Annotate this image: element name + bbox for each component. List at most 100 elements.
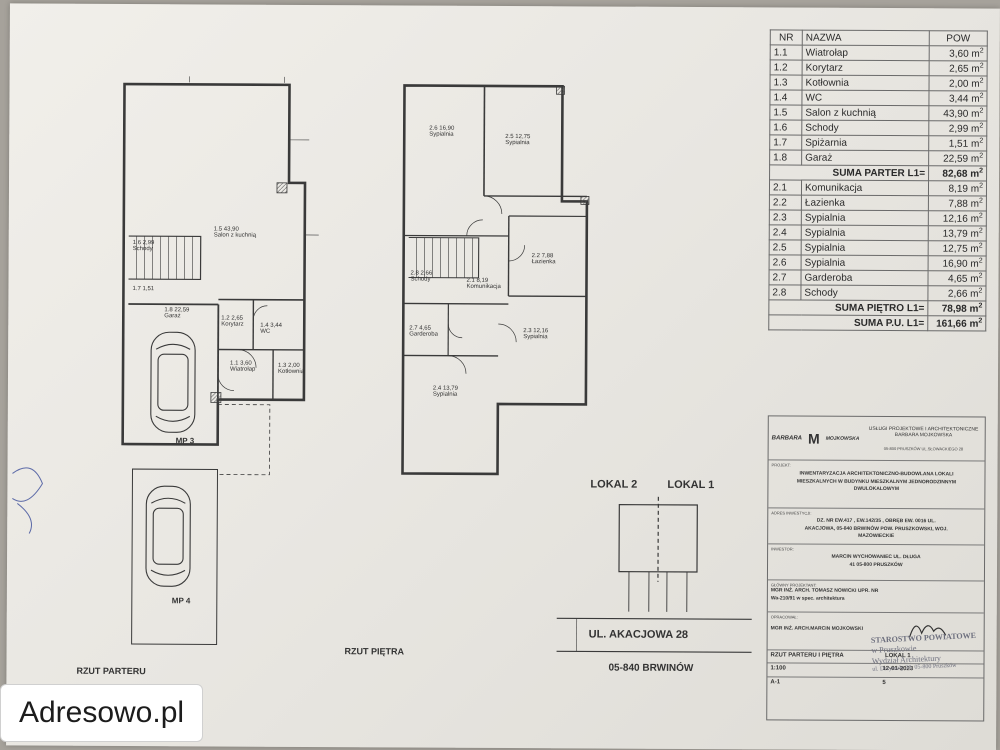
upper-floor-plan	[401, 84, 590, 476]
sum-label: SUMA PIĘTRO L1=	[768, 299, 928, 316]
sum-label: SUMA PARTER L1=	[769, 164, 929, 181]
room-number: 1.5	[769, 104, 802, 121]
room-name: Sypialnia	[801, 240, 929, 256]
room-name: WC	[801, 90, 930, 106]
room-area: 2,66 m2	[927, 285, 986, 302]
room-number: 1.1	[770, 44, 803, 61]
city-label: 05-840 BRWINÓW	[608, 662, 694, 675]
room-number: 2.3	[769, 209, 802, 226]
project-row: PROJEKT: INWENTARYZACJA ARCHITEKTONICZNO…	[768, 460, 985, 510]
room-number: 2.4	[769, 224, 802, 241]
brand-name-2: MOJKOWSKA	[825, 435, 860, 442]
room-number: 1.3	[770, 74, 803, 91]
room-area: 12,16 m2	[928, 210, 987, 227]
signature-icon	[909, 625, 947, 638]
investor-row: INWESTOR: MARCIN WYCHOWANIEC UL. DŁUGA 4…	[767, 544, 985, 582]
table-header: NAZWA	[802, 30, 930, 46]
room-area: 13,79 m2	[928, 225, 987, 242]
room-name: Sypialnia	[801, 210, 929, 226]
room-area: 12,75 m2	[928, 240, 987, 257]
room-area: 2,99 m2	[928, 120, 987, 137]
parking-spot-label: MP 4	[171, 596, 191, 606]
sheet-row: A-1 5	[767, 677, 983, 692]
adresowo-watermark[interactable]: Adresowo.pl	[0, 684, 203, 742]
room-area: 4,65 m2	[927, 270, 987, 287]
room-name: Komunikacja	[801, 180, 929, 196]
room-number: 1.8	[769, 149, 802, 166]
room-area: 7,88 m2	[928, 195, 987, 212]
room-name: Garaż	[801, 150, 929, 166]
street-label: UL. AKACJOWA 28	[588, 628, 689, 641]
room-name: Schody	[801, 120, 929, 136]
investment-row: ADRES INWESTYCJI: DZ. NR EW.417 , EW.142…	[768, 508, 985, 546]
room-name: Sypialnia	[801, 225, 929, 241]
room-number: 1.7	[769, 134, 802, 151]
ground-floor-plan	[121, 76, 319, 646]
room-area: 22,59 m2	[928, 150, 987, 167]
sheet-number: A-1	[770, 679, 781, 686]
drawing-title: RZUT PARTERU I PIĘTRA	[770, 652, 844, 659]
table-header: POW	[929, 30, 988, 47]
investment-text: DZ. NR EW.417 , EW.142/35 , OBRĘB EW. 00…	[804, 517, 948, 540]
room-number: 1.2	[770, 59, 803, 76]
room-name: Kotłownia	[802, 75, 930, 91]
lokal1-label: LOKAL 1	[667, 478, 715, 492]
room-area: 8,19 m2	[928, 180, 987, 197]
office-stamp: STAROSTWO POWIATOWE w Pruszkowie Wydział…	[870, 630, 977, 673]
room-number: 1.6	[769, 119, 802, 136]
room-name: Schody	[800, 285, 928, 301]
sum-value: 161,66 m2	[927, 315, 986, 332]
room-name: Korytarz	[802, 60, 930, 76]
watermark-text: Adresowo.pl	[18, 696, 185, 729]
sum-value: 78,98 m2	[927, 300, 986, 317]
author-row: OPRACOWAŁ: MGR INŻ. ARCH.MARCIN MOJKOWSK…	[767, 612, 984, 652]
designer-row: GŁÓWNY PROJEKTANT: MGR INŻ. ARCH. TOMASZ…	[767, 580, 984, 614]
room-number: 2.6	[769, 254, 802, 271]
room-name: Sypialnia	[801, 255, 929, 271]
ground-floor-caption: RZUT PARTERU	[76, 665, 146, 677]
room-number: 2.1	[769, 179, 802, 196]
brand-name: BARBARA	[771, 434, 803, 442]
room-name: Wiatrołap	[802, 45, 930, 61]
title-block: BARBARA M MOJKOWSKA USŁUGI PROJEKTOWE I …	[766, 415, 986, 722]
project-text: INWENTARYZACJA ARCHITEKTONICZNO-BUDOWLAN…	[796, 470, 957, 493]
room-name: Spiżarnia	[801, 135, 929, 151]
room-name: Łazienka	[801, 195, 929, 211]
drawing-scale: 1:100	[770, 665, 786, 672]
sum-value: 82,68 m2	[928, 165, 987, 182]
company-row: BARBARA M MOJKOWSKA USŁUGI PROJEKTOWE I …	[768, 416, 985, 462]
floor-plans	[12, 76, 752, 653]
sum-label: SUMA P.U. L1=	[768, 314, 928, 331]
room-area: 3,60 m2	[929, 45, 988, 62]
investor-text: MARCIN WYCHOWANIEC UL. DŁUGA 41 05-800 P…	[831, 553, 921, 568]
logo-icon: M	[807, 430, 820, 447]
table-header: NR	[770, 29, 803, 46]
room-area: 43,90 m2	[928, 105, 987, 122]
room-name: Garderoba	[800, 270, 929, 286]
